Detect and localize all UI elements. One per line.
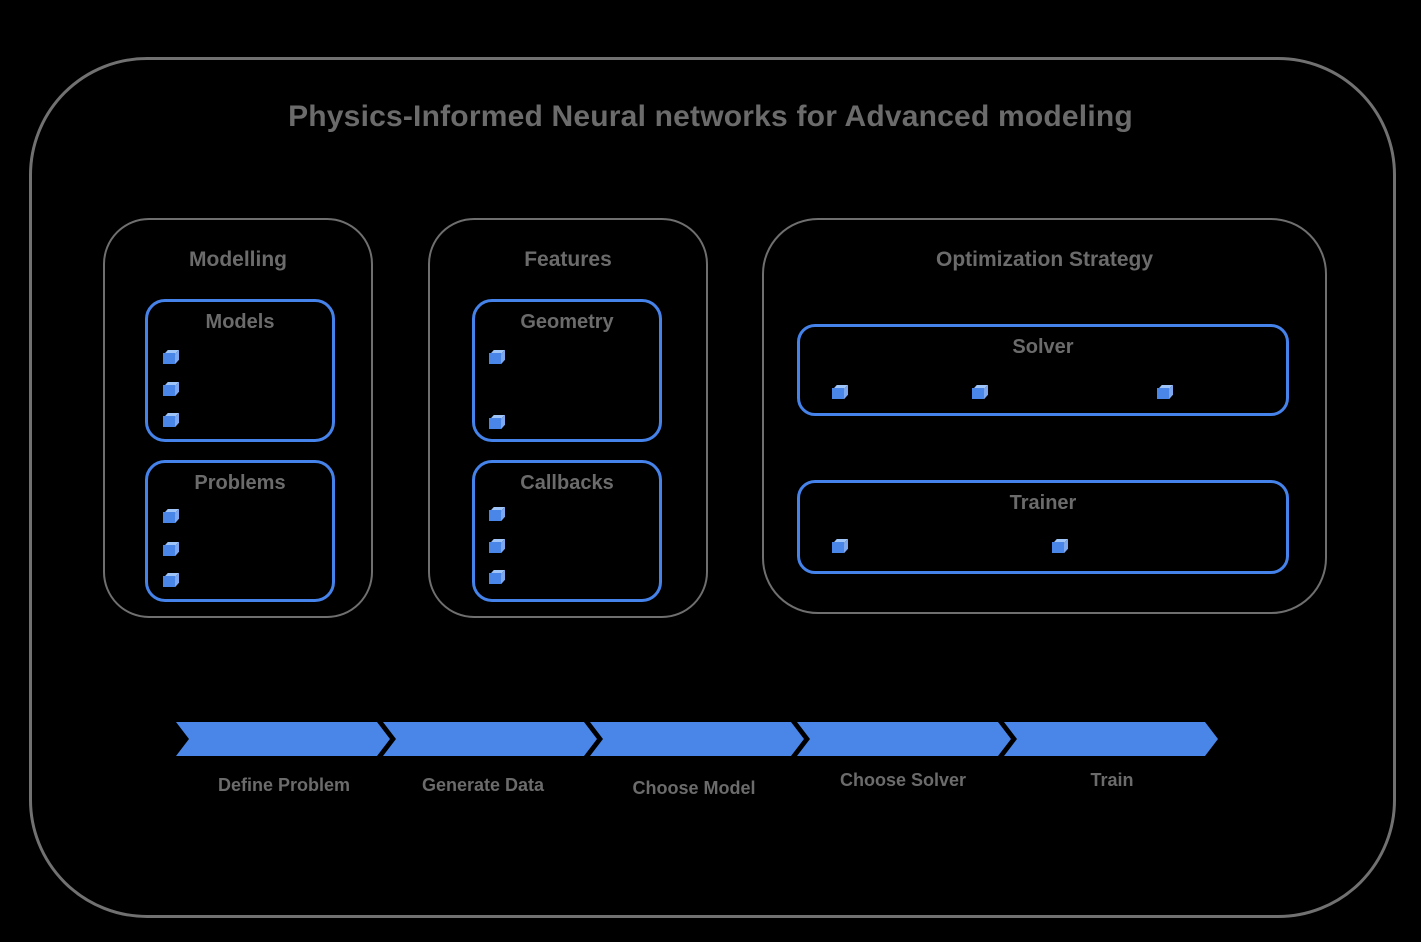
cube-bullet-icon (832, 538, 848, 554)
cube-bullet-icon (1157, 384, 1173, 400)
group-features-title: Features (524, 248, 612, 271)
group-modelling: Modelling Models Problems (103, 218, 373, 618)
step-label-generate-data: Generate Data (421, 775, 545, 795)
cube-bullet-icon (489, 506, 505, 522)
box-callbacks-title: Callbacks (520, 472, 614, 494)
box-geometry-title: Geometry (520, 311, 614, 333)
step-label-choose-solver: Choose Solver (839, 770, 967, 790)
group-optimization-strategy: Optimization Strategy Solver Trainer (762, 218, 1327, 614)
chevron-arrow-icon (383, 722, 597, 756)
cube-bullet-icon (489, 414, 505, 430)
cube-bullet-icon (832, 384, 848, 400)
cube-bullet-icon (489, 538, 505, 554)
cube-bullet-icon (489, 569, 505, 585)
cube-bullet-icon (972, 384, 988, 400)
cube-bullet-icon (163, 412, 179, 428)
chevron-arrow-icon (590, 722, 804, 756)
box-solver: Solver (797, 324, 1289, 416)
cube-bullet-icon (1052, 538, 1068, 554)
box-models-title: Models (205, 311, 275, 333)
diagram-outer-frame (29, 57, 1396, 918)
cube-bullet-icon (163, 508, 179, 524)
cube-bullet-icon (163, 572, 179, 588)
group-optimization-strategy-title: Optimization Strategy (935, 248, 1154, 271)
chevron-arrow-icon (797, 722, 1011, 756)
group-modelling-title: Modelling (189, 248, 287, 271)
cube-bullet-icon (163, 381, 179, 397)
group-features: Features Geometry Callbacks (428, 218, 708, 618)
box-models: Models (145, 299, 335, 442)
box-problems-title: Problems (194, 472, 286, 494)
chevron-arrow-icon (176, 722, 390, 756)
cube-bullet-icon (163, 541, 179, 557)
chevron-arrow-icon (1004, 722, 1218, 756)
box-trainer: Trainer (797, 480, 1289, 574)
step-label-define-problem: Define Problem (217, 775, 351, 795)
box-geometry: Geometry (472, 299, 662, 442)
box-problems: Problems (145, 460, 335, 602)
box-solver-title: Solver (1012, 336, 1074, 358)
box-trainer-title: Trainer (1009, 492, 1077, 514)
step-label-choose-model: Choose Model (632, 778, 756, 798)
cube-bullet-icon (489, 349, 505, 365)
diagram-title: Physics-Informed Neural networks for Adv… (288, 100, 1133, 133)
cube-bullet-icon (163, 349, 179, 365)
box-callbacks: Callbacks (472, 460, 662, 602)
step-label-train: Train (1090, 770, 1134, 790)
process-ribbon (176, 722, 1236, 756)
